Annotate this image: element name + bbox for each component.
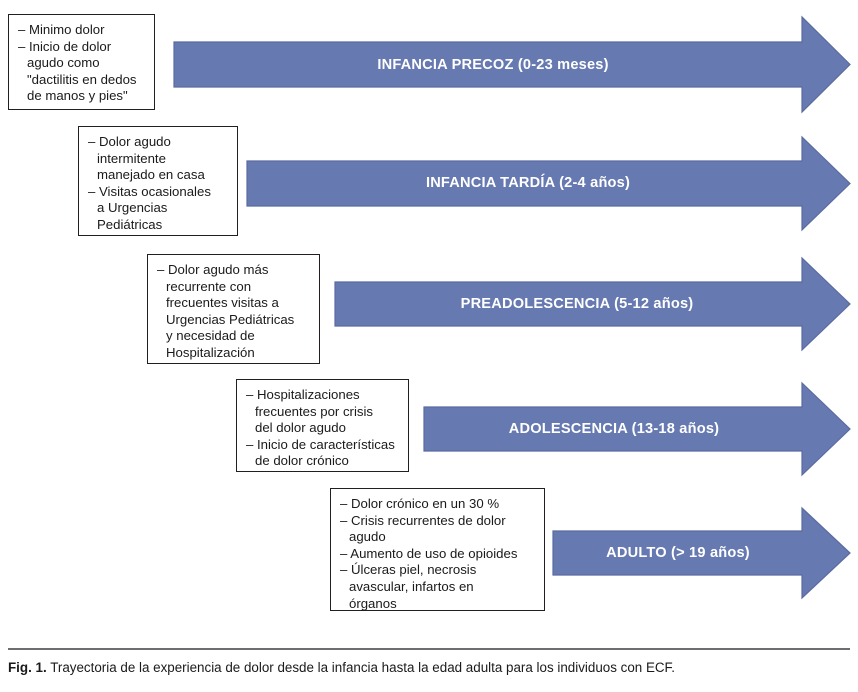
- note-wrap-line: de dolor crónico: [255, 453, 349, 469]
- note-wrap-line: recurrente con: [166, 278, 252, 294]
- note-wrap-line: frecuentes visitas a: [166, 295, 279, 311]
- arrow-shape-adolescencia: [423, 381, 851, 477]
- note-bullet-line: – Crisis recurrentes de dolor: [340, 512, 506, 528]
- figure-caption: Fig. 1. Trayectoria de la experiencia de…: [8, 659, 850, 677]
- arrow-shape-adulto: [552, 506, 851, 600]
- note-bullet-line: – Visitas ocasionales: [88, 183, 211, 199]
- arrow-shape-infancia-tardia: [246, 135, 851, 232]
- figure-number: Fig. 1.: [8, 660, 47, 675]
- note-wrap-line: "dactilitis en dedos: [27, 71, 137, 87]
- stage-label-preadolescencia: PREADOLESCENCIA (5-12 años): [460, 296, 694, 312]
- stage-arrow-adolescencia: [423, 381, 851, 477]
- figure-caption-text: Trayectoria de la experiencia de dolor d…: [50, 660, 675, 675]
- caption-divider: [8, 648, 850, 650]
- stage-label-adulto: ADULTO (> 19 años): [606, 545, 750, 561]
- note-bullet-line: – Dolor agudo: [88, 134, 171, 149]
- note-box-adulto: – Dolor crónico en un 30 %– Crisis recur…: [330, 488, 545, 611]
- arrow-shape-preadolescencia: [334, 256, 851, 352]
- note-bullet-line: – Dolor crónico en un 30 %: [340, 496, 500, 511]
- note-bullet-line: – Aumento de uso de opioides: [340, 545, 518, 561]
- note-wrap-line: Urgencias Pediátricas: [166, 311, 295, 327]
- note-wrap-line: agudo como: [27, 55, 100, 71]
- note-wrap-line: órganos: [349, 595, 397, 611]
- arrow-shape-infancia-precoz: [173, 15, 851, 114]
- note-wrap-line: y necesidad de: [166, 328, 255, 344]
- stage-label-infancia-precoz: INFANCIA PRECOZ (0-23 meses): [377, 57, 609, 73]
- note-wrap-line: avascular, infartos en: [349, 578, 474, 594]
- note-wrap-line: intermitente: [97, 150, 166, 166]
- note-bullet-line: – Úlceras piel, necrosis: [340, 562, 477, 578]
- stage-arrow-infancia-tardia: [246, 135, 851, 232]
- note-bullet-line: – Minimo dolor: [18, 22, 105, 37]
- stage-arrow-infancia-precoz: [173, 15, 851, 114]
- note-bullet-line: – Dolor agudo más: [157, 262, 269, 277]
- note-bullet-line: – Hospitalizaciones: [246, 387, 360, 402]
- stage-arrow-adulto: [552, 506, 851, 600]
- note-bullet-line: – Inicio de características: [246, 436, 395, 452]
- stage-label-adolescencia: ADOLESCENCIA (13-18 años): [508, 421, 720, 437]
- note-wrap-line: Pediátricas: [97, 216, 163, 232]
- note-wrap-line: agudo: [349, 529, 386, 545]
- stage-label-infancia-tardia: INFANCIA TARDÍA (2-4 años): [425, 175, 631, 191]
- note-wrap-line: de manos y pies": [27, 88, 128, 104]
- note-wrap-line: frecuentes por crisis: [255, 403, 373, 419]
- note-wrap-line: a Urgencias: [97, 200, 168, 216]
- note-bullet-line: – Inicio de dolor: [18, 38, 112, 54]
- note-wrap-line: manejado en casa: [97, 167, 205, 183]
- note-wrap-line: Hospitalización: [166, 344, 255, 360]
- stage-arrow-preadolescencia: [334, 256, 851, 352]
- note-wrap-line: del dolor agudo: [255, 420, 346, 436]
